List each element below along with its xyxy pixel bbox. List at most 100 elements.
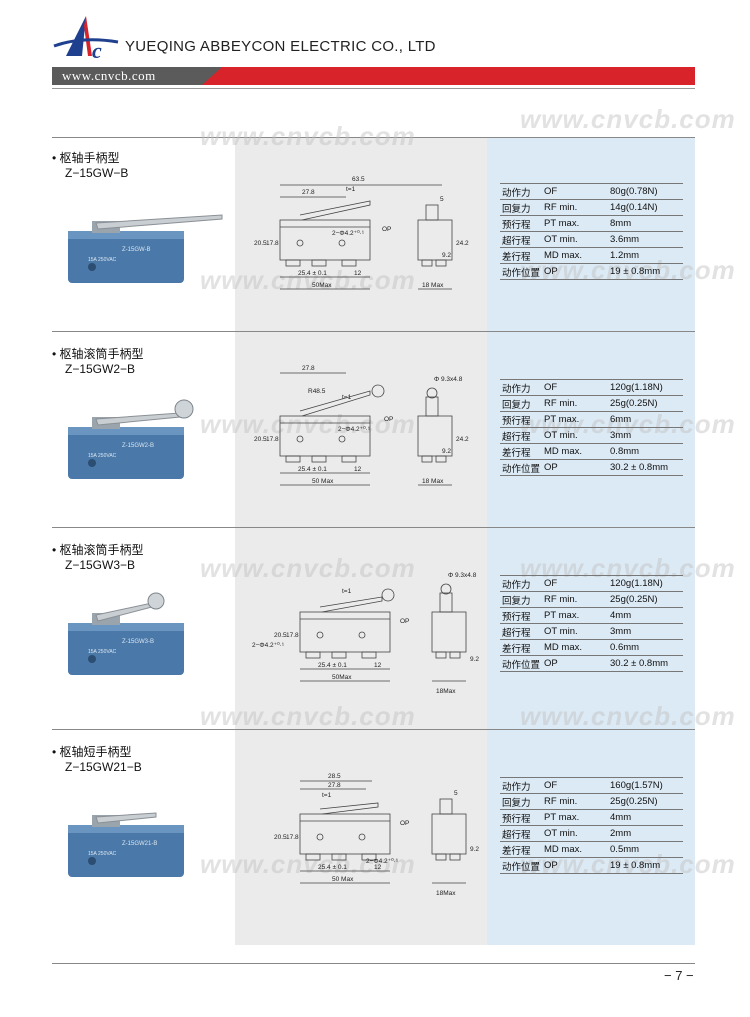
dim-end: 12 xyxy=(374,864,382,871)
watermark: www.cnvcb.com xyxy=(520,701,736,731)
dim-hole: 2−Φ4.2⁺⁰·¹ xyxy=(332,229,365,237)
dim-total: R48.5 xyxy=(308,388,326,395)
photo-rating: 15A 250VAC xyxy=(88,453,117,459)
switch-photo: Z-15GW-B 15A 250VAC xyxy=(68,214,223,283)
dim-end: 12 xyxy=(374,662,382,669)
dim-end: 12 xyxy=(354,270,362,277)
product-section: • 枢轴滚筒手柄型 Z−15GW2−B Z-15GW2-B 15A 250VAC xyxy=(52,333,695,523)
product-section: • 枢轴滚筒手柄型 Z−15GW3−B Z-15GW3-B 15A 250VAC xyxy=(52,529,695,719)
watermark: www.cnvcb.com xyxy=(200,265,416,295)
product-section: • 枢轴短手柄型 Z−15GW21−B Z-15GW21-B 15A 250VA… xyxy=(52,731,695,921)
dim-side-width: Φ 9.3x4.8 xyxy=(448,572,477,579)
watermark: www.cnvcb.com xyxy=(200,701,416,731)
dim-side-height-2: 9.2 xyxy=(470,656,479,663)
dimension-drawing: 63.5 27.8 t=1 2−Φ4.2⁺⁰·¹ 20.5 17.8 OP 25… xyxy=(254,176,469,290)
dim-side-length: 18Max xyxy=(436,890,456,897)
header-band: www.cnvcb.com xyxy=(52,67,695,85)
dim-hole: 2−Φ4.2⁺⁰·¹ xyxy=(252,641,285,649)
dim-side-height: 24.2 xyxy=(456,240,469,247)
section-title: • 枢轴短手柄型 xyxy=(52,745,132,759)
website-url: www.cnvcb.com xyxy=(62,68,156,83)
dim-side-height-2: 9.2 xyxy=(442,448,451,455)
dim-length: 50Max xyxy=(332,674,352,681)
svg-text:c: c xyxy=(92,38,102,63)
photo-rating: 15A 250VAC xyxy=(88,257,117,263)
section-title: • 枢轴滚筒手柄型 xyxy=(52,347,144,361)
photo-label: Z-15GW21-B xyxy=(122,841,157,847)
dim-height-2: 17.8 xyxy=(266,436,279,443)
catalog-content: www.cnvcb.com www.cnvcb.com www.cnvcb.co… xyxy=(52,104,735,945)
dim-side-height-2: 9.2 xyxy=(442,252,451,259)
dim-thickness: t=1 xyxy=(346,186,356,193)
dimension-drawing: t=1 2−Φ4.2⁺⁰·¹ 20.5 17.8 OP 25.4 ± 0.1 1… xyxy=(252,572,479,695)
model-number: Z−15GW2−B xyxy=(65,362,136,376)
dim-thickness: t=1 xyxy=(322,792,332,799)
dim-side-width: 5 xyxy=(454,790,458,797)
photo-rating: 15A 250VAC xyxy=(88,851,117,857)
watermark: www.cnvcb.com xyxy=(200,553,416,583)
page-number: − 7 − xyxy=(664,968,694,983)
watermark: www.cnvcb.com xyxy=(200,121,416,151)
switch-photo: Z-15GW3-B 15A 250VAC xyxy=(68,592,184,675)
dim-height: 20.5 xyxy=(274,834,287,841)
switch-photo: Z-15GW2-B 15A 250VAC xyxy=(68,399,194,479)
drawing-column xyxy=(235,137,487,945)
dim-total: 63.5 xyxy=(352,176,365,183)
dim-thickness: t=1 xyxy=(342,394,352,401)
dim-lever: 27.8 xyxy=(302,365,315,372)
dim-height-2: 17.8 xyxy=(286,632,299,639)
dim-side-width: Φ 9.3x4.8 xyxy=(434,376,463,383)
dim-pitch: 25.4 ± 0.1 xyxy=(298,466,327,473)
model-number: Z−15GW21−B xyxy=(65,760,142,774)
dim-length: 50 Max xyxy=(332,876,354,883)
dim-op: OP xyxy=(382,226,391,233)
dim-height-2: 17.8 xyxy=(266,240,279,247)
dim-height-2: 17.8 xyxy=(286,834,299,841)
dim-length: 50 Max xyxy=(312,478,334,485)
dim-pitch: 25.4 ± 0.1 xyxy=(318,662,347,669)
photo-label: Z-15GW3-B xyxy=(122,639,154,645)
dim-lever: 27.8 xyxy=(328,782,341,789)
dim-side-length: 18Max xyxy=(436,688,456,695)
footer-divider xyxy=(52,963,695,964)
dim-end: 12 xyxy=(354,466,362,473)
dim-side-height-2: 9.2 xyxy=(470,846,479,853)
company-logo: c xyxy=(53,16,119,63)
photo-label: Z-15GW-B xyxy=(122,247,151,253)
photo-rating: 15A 250VAC xyxy=(88,649,117,655)
dim-hole: 2−Φ4.2⁺⁰·¹ xyxy=(338,425,371,433)
product-section: • 枢轴手柄型 Z−15GW−B Z-15GW-B 15A 250VAC xyxy=(52,137,695,327)
dim-pitch: 25.4 ± 0.1 xyxy=(298,270,327,277)
dim-length: 50Max xyxy=(312,282,332,289)
company-name: YUEQING ABBEYCON ELECTRIC CO., LTD xyxy=(125,38,436,55)
dim-height: 20.5 xyxy=(254,436,267,443)
dim-op: OP xyxy=(400,618,409,625)
page-header: c YUEQING ABBEYCON ELECTRIC CO., LTD www… xyxy=(0,0,750,95)
section-title: • 枢轴手柄型 xyxy=(52,151,120,165)
dim-thickness: t=1 xyxy=(342,588,352,595)
